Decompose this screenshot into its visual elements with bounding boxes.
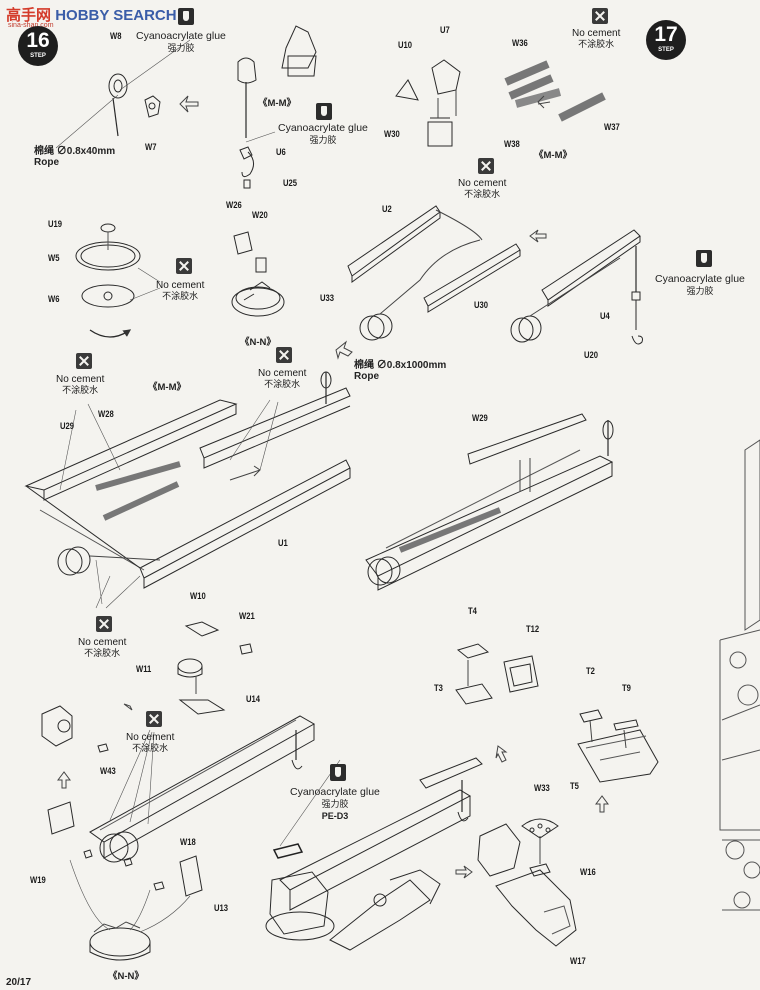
part-label: W7 <box>145 142 157 152</box>
mirror-mm-label: 《M-M》 <box>258 98 296 109</box>
part-label: W17 <box>570 956 586 966</box>
no-cement-icon <box>276 347 292 363</box>
part-label: W36 <box>512 38 528 48</box>
part-label: W28 <box>98 409 114 419</box>
glue-icon <box>178 8 194 25</box>
glue-icon <box>696 250 712 267</box>
part-label: T12 <box>526 624 540 634</box>
assembled-boom-drawing <box>365 413 614 591</box>
part-label: U25 <box>283 178 298 188</box>
glue-icon <box>316 103 332 120</box>
part-label: U1 <box>278 538 288 548</box>
mirror-mm-label: 《M-M》 <box>148 382 186 393</box>
part-label: U10 <box>398 40 413 50</box>
no-cement-icon <box>176 258 192 274</box>
pulley-w8-drawing <box>108 73 161 137</box>
outrigger-drawing <box>477 818 577 947</box>
part-label: T2 <box>586 666 595 676</box>
mirror-nn-label: 《N-N》 <box>240 337 276 348</box>
turntable-disk-drawing <box>75 223 141 338</box>
part-label: W21 <box>239 611 255 621</box>
base-plate-nn-drawing <box>231 231 285 317</box>
crane-base-assembly-drawing <box>41 703 316 961</box>
watermark-site: sina-shan.com <box>8 22 54 29</box>
part-label: U30 <box>474 300 489 310</box>
part-label: U29 <box>60 421 75 431</box>
no-cement-icon <box>592 8 608 24</box>
part-label: U2 <box>382 204 392 214</box>
part-label: T9 <box>622 683 631 693</box>
part-label: U19 <box>48 219 63 229</box>
part-label: U4 <box>600 311 610 321</box>
swivel-mount-drawing <box>177 621 253 715</box>
no-cement-icon <box>96 616 112 632</box>
part-label: W8 <box>110 31 122 41</box>
part-label: T3 <box>434 683 443 693</box>
vehicle-hull-drawing <box>719 439 760 911</box>
page-number: 20/17 <box>6 977 32 988</box>
boom-side-plates-drawing <box>347 205 521 341</box>
boom-turret-assembly-drawing <box>265 757 483 951</box>
part-label: U13 <box>214 903 229 913</box>
part-label: U20 <box>584 350 599 360</box>
part-label: U6 <box>276 147 286 157</box>
part-label: T4 <box>468 606 477 616</box>
part-label: W6 <box>48 294 60 304</box>
part-label: W33 <box>534 783 550 793</box>
part-label: W37 <box>604 122 620 132</box>
t-parts-drawing <box>455 643 659 783</box>
part-label: W10 <box>190 591 206 601</box>
part-label: W30 <box>384 129 400 139</box>
boom-frame-assembly-drawing <box>24 371 351 589</box>
part-label: W16 <box>580 867 596 877</box>
part-label: T5 <box>570 781 579 791</box>
part-label: W11 <box>136 664 152 674</box>
boom-with-hook-drawing <box>510 229 643 345</box>
part-label: W43 <box>100 766 116 776</box>
part-label: W29 <box>472 413 488 423</box>
part-label: U7 <box>440 25 450 35</box>
part-label: W20 <box>252 210 268 220</box>
part-label: W5 <box>48 253 60 263</box>
hook-block-drawing <box>237 57 257 189</box>
roller-set-drawing <box>504 60 606 122</box>
part-label: U14 <box>246 694 261 704</box>
no-cement-icon <box>146 711 162 727</box>
no-cement-icon <box>76 353 92 369</box>
part-label: W38 <box>504 139 520 149</box>
part-label: W26 <box>226 200 242 210</box>
part-label: U33 <box>320 293 335 303</box>
part-label: W18 <box>180 837 196 847</box>
no-cement-icon <box>478 158 494 174</box>
mirror-mm-label: 《M-M》 <box>534 150 572 161</box>
glue-icon <box>330 764 346 781</box>
part-label: W19 <box>30 875 46 885</box>
watermark-logo: 高手网 HOBBY SEARCH <box>6 7 177 24</box>
mirror-nn-label: 《N-N》 <box>108 971 144 982</box>
